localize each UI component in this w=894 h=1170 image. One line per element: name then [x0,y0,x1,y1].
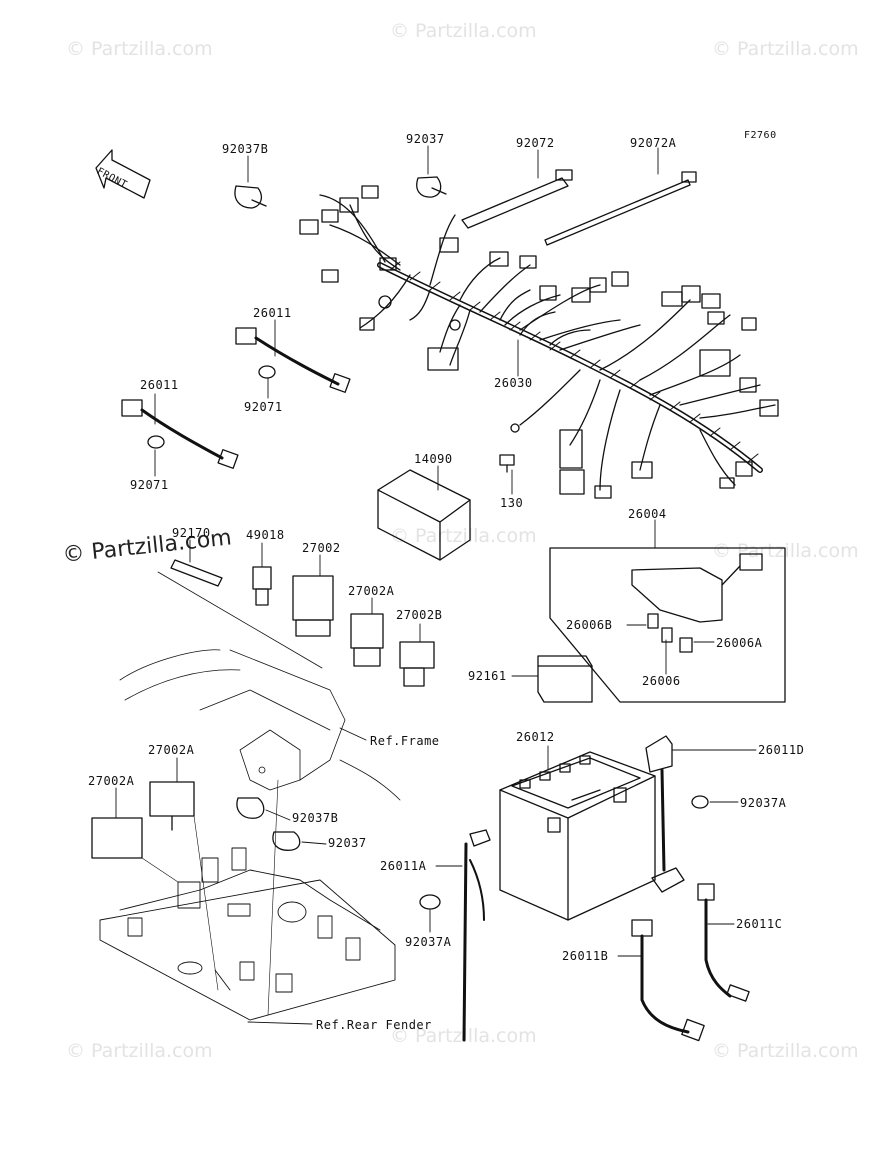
part-label: 27002A [348,584,395,598]
part-label: 92037A [405,935,452,949]
battery-cable-icon [697,883,750,1002]
watermark: © Partzilla.com [66,38,213,60]
frame-reference [119,649,401,801]
part-label: 92071 [244,400,283,414]
part-label: 26011C [736,917,783,931]
clamp-icon [234,185,267,209]
watermark: © Partzilla.com [712,38,859,60]
figure-code: F2760 [744,130,777,141]
cable-tie-icon [544,171,697,246]
part-label: 26011B [562,949,609,963]
lead-wire-icon [121,399,239,469]
clamp-icon [691,795,709,809]
battery-cable-icon [631,919,705,1042]
part-label: 26030 [494,376,533,390]
cable-tie-icon [461,169,573,229]
watermark: © Partzilla.com [66,1040,213,1062]
part-label: 27002A [148,743,195,757]
battery-icon [499,751,656,921]
part-label: 92037B [292,811,339,825]
part-label: 92037 [328,836,367,850]
relay-icon [252,566,272,606]
front-arrow-icon [95,149,151,199]
rear-fender-reference [99,847,396,1021]
part-label: 92161 [468,669,507,683]
grommet-icon [147,435,165,449]
part-label: 26006B [566,618,613,632]
clamp-icon [236,797,265,819]
relay-icon [91,817,143,859]
clamp-icon [416,176,447,198]
part-label: 26012 [516,730,555,744]
grommet-icon [258,365,276,379]
relay-icon [350,613,384,667]
watermark: © Partzilla.com [390,20,537,42]
part-label: 27002A [88,774,135,788]
part-label: 26004 [628,507,667,521]
relay-icon [149,781,195,831]
part-label: 26011 [140,378,179,392]
watermark: © Partzilla.com [712,1040,859,1062]
relay-icon [292,575,334,637]
ref-label: Ref.Frame [370,734,440,748]
part-label: 14090 [414,452,453,466]
bolt-icon [499,454,515,473]
part-label: 26006 [642,674,681,688]
part-label: 26011D [758,743,805,757]
part-label: 26011 [253,306,292,320]
clamp-icon [272,831,301,851]
lead-wire-icon [235,327,351,393]
part-label: 92170 [172,526,211,540]
part-label: 92037A [740,796,787,810]
part-label: 92071 [130,478,169,492]
battery-cable-icon [645,735,685,893]
part-label: 26011A [380,859,427,873]
part-label: 92072 [516,136,555,150]
fuse-box-icon [537,655,593,703]
watermark: © Partzilla.com [390,525,537,547]
wire-harness-icon [299,185,779,499]
junction-box-group [549,547,786,703]
ref-label: Ref.Rear Fender [316,1018,432,1032]
part-label: 26006A [716,636,763,650]
clamp-icon [419,894,441,910]
part-label: 130 [500,496,524,510]
part-label: 27002 [302,541,341,555]
part-label: 27002B [396,608,443,622]
battery-cable-icon [462,829,491,1042]
part-label: 92037 [406,132,445,146]
part-label: 49018 [246,528,285,542]
part-label: 92072A [630,136,677,150]
bracket-icon [170,559,223,587]
part-label: 92037B [222,142,269,156]
relay-icon [399,641,435,687]
ecu-icon [377,469,471,561]
